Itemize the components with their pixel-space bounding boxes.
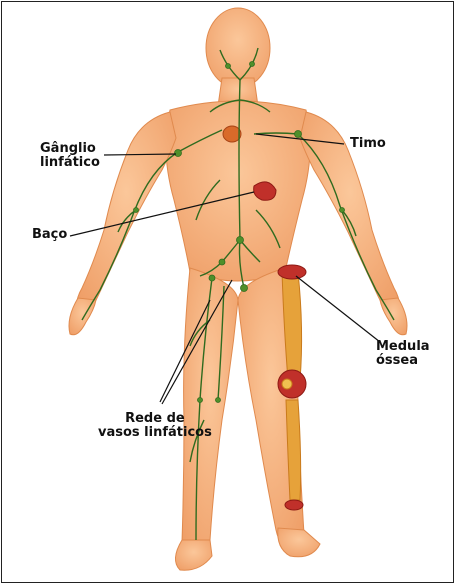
label-medula: Medula óssea — [376, 340, 430, 368]
leader-medula — [296, 276, 380, 342]
human-body — [69, 8, 407, 570]
label-rede: Rede de vasos linfáticos — [98, 412, 212, 440]
thymus — [223, 126, 241, 142]
label-ganglio-line1: Gânglio — [40, 142, 100, 156]
label-rede-line1: Rede de — [98, 412, 212, 426]
label-ganglio-line2: linfático — [40, 156, 100, 170]
label-rede-line2: vasos linfáticos — [98, 426, 212, 440]
label-timo: Timo — [350, 137, 386, 151]
label-baco-text: Baço — [32, 228, 67, 242]
label-baco: Baço — [32, 228, 67, 242]
label-medula-line2: óssea — [376, 354, 430, 368]
label-timo-text: Timo — [350, 137, 386, 151]
label-ganglio: Gânglio linfático — [40, 142, 100, 170]
label-medula-line1: Medula — [376, 340, 430, 354]
